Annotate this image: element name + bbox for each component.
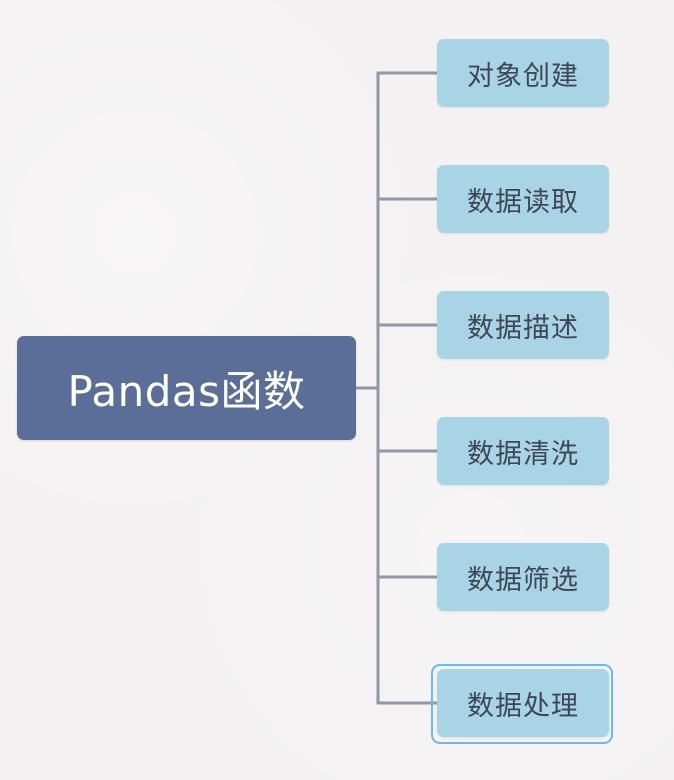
- branch-topic-5[interactable]: 数据筛选: [437, 543, 609, 611]
- branch-topic-4[interactable]: 数据清洗: [437, 417, 609, 485]
- root-topic[interactable]: Pandas函数: [17, 336, 356, 440]
- branch-topic-1[interactable]: 对象创建: [437, 39, 609, 107]
- branch-topic-3[interactable]: 数据描述: [437, 291, 609, 359]
- branch-topic-6[interactable]: 数据处理: [437, 669, 609, 737]
- branch-topic-2[interactable]: 数据读取: [437, 165, 609, 233]
